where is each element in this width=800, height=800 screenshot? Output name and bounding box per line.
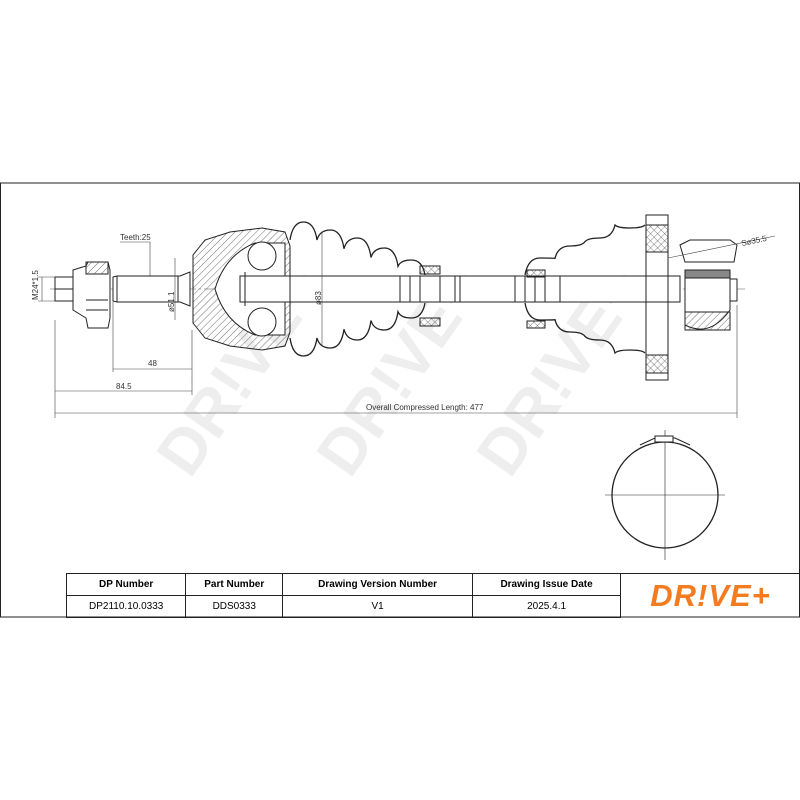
title-block: DP Number Part Number Drawing Version Nu… — [65, 573, 621, 618]
inner-boot — [524, 223, 646, 355]
brand-logo: DR!VE+ — [621, 573, 800, 618]
header-part-number: Part Number — [185, 573, 284, 596]
dimension-lines — [38, 232, 776, 418]
header-drawing-version: Drawing Version Number — [282, 573, 474, 596]
value-drawing-version: V1 — [282, 595, 474, 618]
teeth-label: Teeth:25 — [120, 233, 151, 242]
outer-cv-joint — [192, 227, 291, 351]
boot-diameter-label: ø83 — [314, 291, 323, 305]
header-issue-date: Drawing Issue Date — [472, 573, 621, 596]
dim-48: 48 — [148, 359, 157, 368]
clamp-section-view — [605, 430, 725, 560]
dim-84-5: 84.5 — [116, 382, 132, 391]
drive-shaft — [289, 275, 681, 303]
value-part-number: DDS0333 — [185, 595, 284, 618]
thread-label: M24*1.5 — [31, 270, 40, 300]
axle-nut — [54, 261, 111, 329]
inner-joint-housing — [645, 214, 669, 381]
spline-diameter-label: ø51.1 — [167, 291, 176, 312]
tripod-joint — [679, 239, 738, 331]
outer-boot — [289, 221, 426, 357]
ball-diameter-label: S⌀35.5 — [741, 234, 769, 248]
spline-stub — [112, 271, 191, 307]
boot-clamp — [526, 269, 546, 278]
boot-clamp — [419, 317, 441, 327]
overall-length-label: Overall Compressed Length: 477 — [366, 403, 484, 412]
value-dp-number: DP2110.10.0333 — [65, 595, 187, 618]
boot-clamp — [419, 265, 441, 275]
brand-logo-text: DR!VE+ — [650, 578, 771, 613]
header-dp-number: DP Number — [65, 573, 187, 596]
boot-clamp — [526, 320, 546, 329]
value-issue-date: 2025.4.1 — [472, 595, 621, 618]
